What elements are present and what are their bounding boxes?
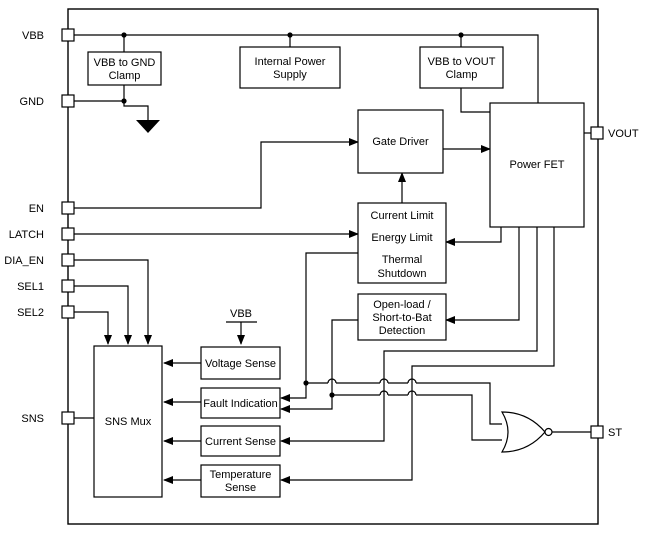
power-fet-block: Power FET xyxy=(489,102,585,228)
vbb-to-gnd-clamp-line1: VBB to GND xyxy=(94,57,156,69)
pin-sel1-label: SEL1 xyxy=(17,281,44,293)
pin-dia-en: DIA_EN xyxy=(4,253,75,267)
shutdown-label: Shutdown xyxy=(378,268,427,280)
pin-vout: VOUT xyxy=(590,126,639,140)
current-sense-block: Current Sense xyxy=(200,425,281,457)
pin-sns-label: SNS xyxy=(21,413,44,425)
open-load-line3: Detection xyxy=(379,325,425,337)
voltage-sense-block: Voltage Sense xyxy=(200,346,281,380)
wire-crossovers xyxy=(327,378,417,396)
pin-en: EN xyxy=(29,201,75,215)
vbb-to-vout-clamp-line1: VBB to VOUT xyxy=(428,56,496,68)
pin-latch-label: LATCH xyxy=(9,229,44,241)
pin-vbb: VBB xyxy=(22,28,75,42)
pin-sel2: SEL2 xyxy=(17,305,75,319)
vbb-to-vout-clamp-line2: Clamp xyxy=(446,69,478,81)
pin-gnd-label: GND xyxy=(20,96,45,108)
pin-dia-en-label: DIA_EN xyxy=(4,255,44,267)
pin-vbb-label: VBB xyxy=(22,30,44,42)
wires xyxy=(74,34,591,484)
fault-indication-label: Fault Indication xyxy=(203,398,278,410)
vbb-to-gnd-clamp-block: VBB to GND Clamp xyxy=(87,51,162,86)
internal-power-supply-block: Internal Power Supply xyxy=(239,46,341,89)
internal-power-supply-line1: Internal Power xyxy=(255,56,326,68)
pin-gnd: GND xyxy=(20,94,75,108)
voltage-sense-label: Voltage Sense xyxy=(205,358,276,370)
ground-icon xyxy=(136,120,160,133)
junction-dots xyxy=(121,32,464,398)
sns-mux-block: SNS Mux xyxy=(93,345,163,498)
current-limit-label: Current Limit xyxy=(371,210,434,222)
fault-indication-block: Fault Indication xyxy=(200,387,281,419)
nor-gate-icon xyxy=(500,411,553,453)
current-sense-label: Current Sense xyxy=(205,436,276,448)
sns-mux-label: SNS Mux xyxy=(105,416,152,428)
open-load-line1: Open-load / xyxy=(373,299,431,311)
pin-latch: LATCH xyxy=(9,227,75,241)
protection-block: Current Limit Energy Limit Thermal Shutd… xyxy=(357,202,447,284)
thermal-label: Thermal xyxy=(382,254,422,266)
pin-sel1: SEL1 xyxy=(17,279,75,293)
vbb-to-vout-clamp-block: VBB to VOUT Clamp xyxy=(419,46,504,89)
temperature-sense-line2: Sense xyxy=(225,482,256,494)
internal-power-supply-line2: Supply xyxy=(273,69,307,81)
temperature-sense-block: Temperature Sense xyxy=(200,464,281,498)
vbb-to-gnd-clamp-line2: Clamp xyxy=(109,70,141,82)
open-load-detection-block: Open-load / Short-to-Bat Detection xyxy=(357,293,447,341)
pin-vout-label: VOUT xyxy=(608,128,639,140)
pin-st: ST xyxy=(590,425,622,439)
temperature-sense-line1: Temperature xyxy=(210,469,272,481)
open-load-line2: Short-to-Bat xyxy=(372,312,431,324)
gate-driver-block: Gate Driver xyxy=(357,109,444,174)
pin-st-label: ST xyxy=(608,427,622,439)
pin-sel2-label: SEL2 xyxy=(17,307,44,319)
gate-driver-label: Gate Driver xyxy=(372,136,429,148)
pin-sns: SNS xyxy=(21,411,75,425)
power-fet-label: Power FET xyxy=(509,159,564,171)
vbb-reference-label: VBB xyxy=(230,308,252,320)
energy-limit-label: Energy Limit xyxy=(371,232,432,244)
pin-en-label: EN xyxy=(29,203,44,215)
